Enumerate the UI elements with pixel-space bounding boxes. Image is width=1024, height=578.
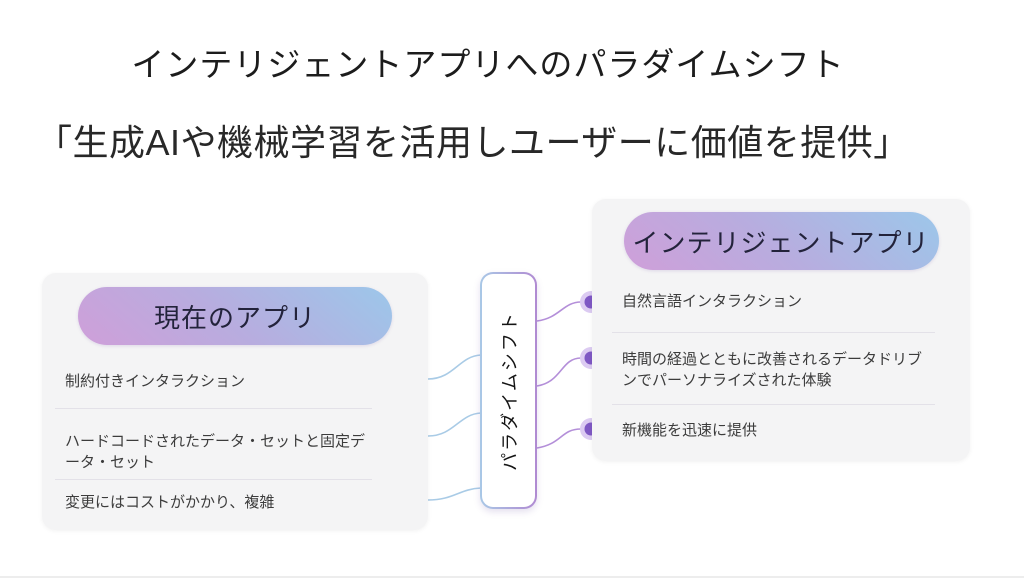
current-app-header-pill: 現在のアプリ bbox=[78, 287, 392, 345]
list-item: 制約付きインタラクション bbox=[65, 373, 246, 390]
paradigm-shift-box: パラダイムシフト bbox=[480, 272, 537, 509]
item-divider bbox=[612, 404, 935, 405]
list-item: 新機能を迅速に提供 bbox=[622, 422, 758, 439]
slide-subtitle: 「生成AIや機械学習を活用しユーザーに価値を提供」 bbox=[36, 122, 910, 163]
connector-line-purple bbox=[536, 357, 582, 387]
item-divider bbox=[612, 332, 935, 333]
paradigm-shift-label: パラダイムシフト bbox=[499, 310, 520, 471]
connector-line-purple bbox=[536, 428, 582, 449]
connector-line-blue bbox=[427, 354, 482, 380]
connector-line-blue bbox=[427, 412, 482, 437]
list-item: ハードコードされたデータ・セットと固定データ・セット bbox=[65, 433, 366, 471]
intelligent-app-item-list: 自然言語インタラクション 時間の経過とともに改善されるデータドリブンでパーソナラ… bbox=[592, 270, 970, 441]
intelligent-app-card: インテリジェントアプリ 自然言語インタラクション 時間の経過とともに改善されるデ… bbox=[592, 199, 970, 461]
list-item: 変更にはコストがかかり、複雑 bbox=[65, 494, 275, 511]
paradigm-shift-box-inner: パラダイムシフト bbox=[482, 274, 535, 507]
item-divider bbox=[55, 408, 372, 409]
list-item: 時間の経過とともに改善されるデータドリブンでパーソナライズされた体験 bbox=[622, 351, 923, 389]
bottom-edge-line bbox=[0, 576, 1024, 578]
current-app-item-list: 制約付きインタラクション ハードコードされたデータ・セットと固定データ・セット … bbox=[42, 345, 428, 513]
intelligent-app-header-pill: インテリジェントアプリ bbox=[623, 212, 939, 270]
connector-line-purple bbox=[536, 301, 582, 322]
slide-title: インテリジェントアプリへのパラダイムシフト bbox=[131, 46, 845, 83]
current-app-card: 現在のアプリ 制約付きインタラクション ハードコードされたデータ・セットと固定デ… bbox=[42, 273, 428, 530]
list-item: 自然言語インタラクション bbox=[622, 293, 803, 310]
item-divider bbox=[55, 479, 372, 480]
connector-line-blue bbox=[427, 487, 482, 501]
